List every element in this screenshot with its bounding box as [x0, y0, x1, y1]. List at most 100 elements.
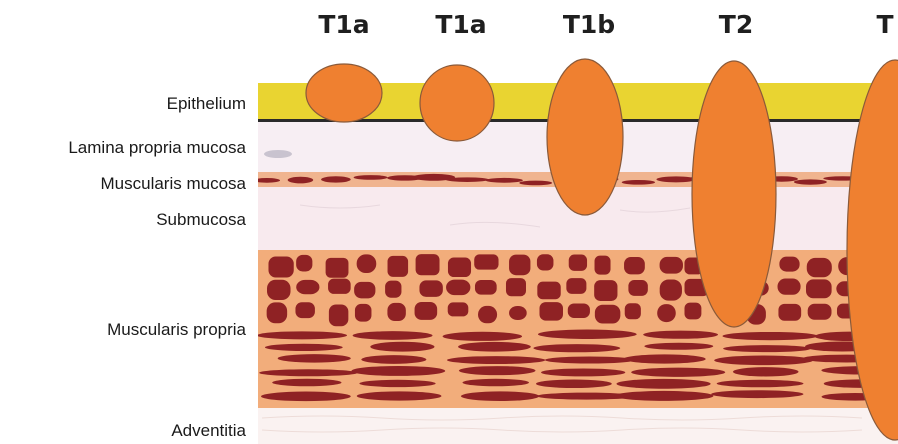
muscle-fiber: [778, 279, 801, 295]
muscle-fiber: [509, 306, 527, 320]
muscle-fiber: [296, 255, 312, 272]
muscle-fiber: [714, 355, 813, 365]
muscle-fiber: [794, 179, 827, 184]
muscle-fiber: [259, 369, 357, 376]
muscle-fiber: [416, 254, 440, 275]
label-epithelium: Epithelium: [167, 94, 246, 114]
muscle-fiber: [267, 280, 291, 300]
muscle-fiber: [622, 180, 655, 185]
muscle-fiber: [388, 256, 409, 277]
muscle-fiber: [328, 279, 351, 294]
muscle-fiber: [321, 176, 351, 182]
tumor-t1b: [547, 59, 623, 215]
muscle-fiber: [656, 176, 695, 182]
muscle-fiber: [808, 304, 832, 320]
muscle-fiber: [644, 343, 713, 350]
muscle-fiber: [448, 302, 469, 316]
muscle-fiber: [351, 366, 445, 376]
muscle-fiber: [446, 177, 489, 182]
muscle-fiber: [353, 331, 433, 340]
muscle-fiber: [462, 379, 529, 386]
muscle-fiber: [474, 254, 498, 269]
muscle-fiber: [415, 302, 438, 320]
muscle-fiber: [458, 342, 531, 352]
muscle-fiber: [643, 331, 718, 339]
muscle-fiber: [261, 392, 351, 402]
muscle-fiber: [288, 177, 314, 184]
tumor-t2: [692, 61, 776, 327]
muscle-fiber: [660, 280, 682, 301]
muscle-fiber: [278, 354, 351, 362]
stage-label-t1a-2: T1a: [435, 10, 486, 39]
muscle-fiber: [509, 255, 530, 276]
muscle-fiber: [537, 282, 560, 300]
muscle-fiber: [684, 303, 701, 320]
muscle-fiber: [594, 280, 617, 301]
muscle-fiber: [616, 379, 710, 389]
lamina-cell: [264, 150, 292, 158]
label-submucosa: Submucosa: [156, 210, 246, 230]
muscle-fiber: [419, 280, 442, 296]
muscle-fiber: [267, 302, 287, 323]
muscle-fiber: [447, 356, 545, 364]
label-lamina-propria: Lamina propria mucosa: [68, 138, 246, 158]
muscle-fiber: [806, 279, 832, 298]
muscle-fiber: [519, 181, 552, 186]
muscle-fiber: [295, 302, 314, 318]
muscle-fiber: [657, 304, 676, 322]
muscle-fiber: [807, 258, 832, 277]
muscle-fiber: [354, 282, 375, 299]
muscle-fiber: [485, 178, 522, 183]
muscle-fiber: [533, 344, 620, 352]
adventitia-layer: [258, 408, 898, 444]
muscle-fiber: [614, 391, 713, 401]
muscle-fiber: [778, 304, 801, 321]
muscle-fiber: [355, 304, 372, 322]
muscle-fiber: [443, 332, 522, 341]
muscle-fiber: [660, 257, 683, 274]
muscle-fiber: [361, 355, 426, 364]
muscle-fiber: [538, 330, 637, 339]
stage-label-t3: T: [876, 10, 893, 39]
tumor-t1a-1: [306, 64, 382, 122]
muscle-fiber: [359, 380, 435, 387]
muscle-fiber: [595, 305, 620, 324]
muscle-fiber: [385, 281, 401, 298]
muscle-fiber: [595, 256, 611, 275]
muscle-fiber: [536, 380, 612, 389]
label-muscularis-mucosa: Muscularis mucosa: [101, 174, 247, 194]
muscle-fiber: [723, 332, 818, 340]
muscle-fiber: [625, 303, 641, 319]
muscle-fiber: [569, 255, 587, 271]
muscle-fiber: [357, 391, 442, 400]
muscle-fiber: [272, 379, 341, 387]
muscle-fiber: [257, 331, 347, 339]
tumor-t1a-2: [420, 65, 494, 141]
muscle-fiber: [539, 302, 563, 321]
muscle-fiber: [628, 280, 647, 296]
muscle-fiber: [254, 178, 280, 183]
muscle-fiber: [446, 280, 470, 295]
muscle-fiber: [568, 303, 590, 318]
stage-label-t1b: T1b: [563, 10, 615, 39]
muscle-fiber: [329, 304, 348, 326]
muscle-fiber: [711, 390, 803, 398]
muscle-fiber: [631, 368, 725, 377]
muscle-fiber: [506, 278, 526, 296]
muscle-fiber: [717, 380, 804, 387]
muscle-fiber: [779, 257, 799, 272]
muscle-fiber: [296, 280, 319, 294]
muscle-fiber: [459, 366, 535, 375]
muscle-fiber: [326, 258, 349, 278]
label-adventitia: Adventitia: [171, 421, 246, 441]
muscle-fiber: [545, 356, 634, 363]
muscle-fiber: [733, 367, 799, 376]
muscle-fiber: [268, 257, 293, 278]
muscle-fiber: [387, 303, 405, 321]
stage-label-t1a-1: T1a: [318, 10, 369, 39]
muscle-fiber: [475, 280, 497, 295]
muscle-fiber: [461, 391, 539, 401]
muscle-fiber: [370, 342, 434, 352]
